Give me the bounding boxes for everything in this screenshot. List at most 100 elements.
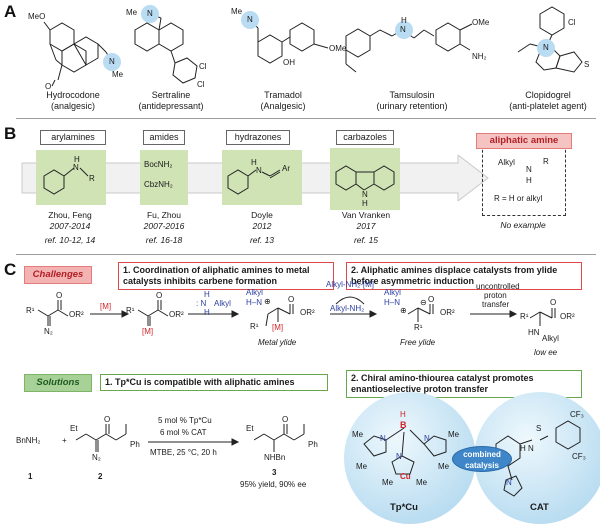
cat-label: CAT [530, 502, 549, 513]
ylide-metal: [M] [272, 323, 284, 332]
cond-3: MTBE, 25 °C, 20 h [150, 448, 217, 457]
atom-n-tramadol: N [247, 15, 253, 24]
drug-use: (analgesic) [50, 101, 96, 111]
free-ylide-caption: Free ylide [400, 338, 436, 347]
free-ylide-hn: H–N [384, 298, 401, 307]
carbazole-n: N [362, 190, 368, 199]
atom-h-tamsulosin: H [401, 16, 407, 25]
atom-oh: OH [283, 58, 295, 67]
ref-carbazoles: Van Vranken 2017 ref. 15 [322, 210, 410, 246]
product-or2: OR² [560, 312, 575, 321]
product-hn: HN [528, 328, 540, 337]
alkyl-nh2-m-text: Alkyl-NH₂-[M] [326, 280, 374, 289]
amine-n: : N [196, 299, 207, 308]
free-ylide-r1: R¹ [414, 323, 423, 332]
atom-cl-2: Cl [197, 80, 205, 89]
ylide-r1: R¹ [250, 322, 259, 331]
diazo-r1: R¹ [26, 306, 35, 315]
atom-n-clopidogrel: N [543, 43, 549, 52]
cond-2: 6 mol % CAT [160, 428, 207, 437]
product-alkyl: Alkyl [542, 334, 559, 343]
product3-ph: Ph [308, 440, 318, 449]
carbene-or2: OR² [169, 310, 184, 319]
ref-arylamines: Zhou, Feng 2007-2014 ref. 10-12, 14 [20, 210, 120, 246]
atom-cl-clopidogrel: Cl [568, 18, 576, 27]
ylide-o: O [288, 295, 295, 304]
atom-me-tramadol: Me [231, 7, 243, 16]
arylamine-structure-box [36, 150, 106, 205]
panel-b-letter: B [4, 124, 17, 143]
combined-line-2: catalysis [465, 461, 499, 470]
free-ylide-plus: ⊕ [400, 306, 407, 315]
alkyl-nh2: Alkyl-NH₂ [330, 304, 365, 313]
authors: Fu, Zhou [146, 210, 182, 220]
carbene-r1: R¹ [126, 306, 135, 315]
years: 2007-2016 [143, 221, 185, 231]
atom-ome-tramadol: OMe [329, 44, 347, 53]
reagent2-ph: Ph [130, 440, 140, 449]
tp-me4: Me [438, 462, 450, 471]
atom-n-hydrocodone: N [109, 57, 115, 66]
metal-reagent: [M] [100, 302, 112, 311]
tp-me3: Me [356, 462, 368, 471]
aliphatic-n: N [526, 165, 532, 174]
product-r1: R¹ [520, 312, 529, 321]
tp-h: H [400, 410, 406, 419]
drug-name: Sertraline [151, 90, 191, 100]
free-ylide-minus: ⊖ [420, 298, 427, 307]
cat-n: N [506, 478, 512, 487]
reagent-bnnh2: BnNH₂ [16, 436, 41, 445]
authors: Van Vranken [341, 210, 391, 220]
atom-cl-1: Cl [199, 62, 207, 71]
metal-ylide-caption: Metal ylide [258, 338, 297, 347]
cond-1: 5 mol % Tp*Cu [158, 416, 212, 425]
panel-a-letter: A [4, 2, 17, 21]
aliphatic-note: R = H or alkyl [494, 194, 543, 203]
drug-name: Clopidogrel [525, 90, 571, 100]
uncontrolled-3: transfer [482, 300, 510, 309]
challenge-1: 1. Coordination of aliphatic amines to m… [118, 262, 334, 290]
drug-caption-tramadol: Tramadol (Analgesic) [238, 90, 328, 112]
divider-a-b [16, 118, 596, 119]
cat-cf3-1: CF₃ [570, 410, 584, 419]
tp-me2: Me [448, 430, 460, 439]
cat-hn: H N [520, 444, 534, 453]
drug-name: Hydrocodone [46, 90, 100, 100]
atom-n-tamsulosin: N [400, 25, 406, 34]
low-ee: low ee [534, 348, 558, 357]
ylide-or2: OR² [300, 308, 315, 317]
aliphatic-r: R [543, 157, 549, 166]
amine-h: H [204, 290, 210, 299]
uncontrolled-2: proton [484, 291, 507, 300]
category-arylamines: arylamines [40, 130, 106, 145]
ref: ref. 16-18 [145, 235, 183, 245]
ref: ref. 13 [249, 235, 275, 245]
reagent2-n2: N₂ [92, 453, 101, 462]
amide-boc: BocNH₂ [144, 160, 173, 169]
combined-line-1: combined [463, 450, 501, 459]
solution-1: 1. Tp*Cu is compatible with aliphatic am… [100, 374, 328, 391]
tpcu-label: Tp*Cu [390, 502, 418, 513]
drug-use: (Analgesic) [260, 101, 306, 111]
drug-name: Tamsulosin [389, 90, 435, 100]
hydrazone-structure-box [222, 150, 302, 205]
carbene-o: O [156, 291, 163, 300]
cat-cf3-2: CF₃ [572, 452, 586, 461]
drug-use: (urinary retention) [376, 101, 448, 111]
ylide-plus: ⊕ [264, 297, 271, 306]
reagent2-o: O [104, 415, 111, 424]
atom-nh2: NH₂ [472, 52, 487, 61]
tp-me6: Me [416, 478, 428, 487]
tp-n1: N [380, 434, 386, 443]
amine-alkyl: Alkyl [214, 299, 231, 308]
years: 2007-2014 [49, 221, 91, 231]
product3-et: Et [246, 424, 254, 433]
ylide-alkyl: Alkyl [246, 288, 263, 297]
aliphatic-amine-tag: aliphatic amine [476, 133, 572, 149]
carbazole-h: H [362, 199, 368, 208]
arylamine-h: H [74, 155, 80, 164]
ref-amides: Fu, Zhou 2007-2016 ref. 16-18 [120, 210, 208, 246]
tp-b: B [400, 420, 407, 430]
